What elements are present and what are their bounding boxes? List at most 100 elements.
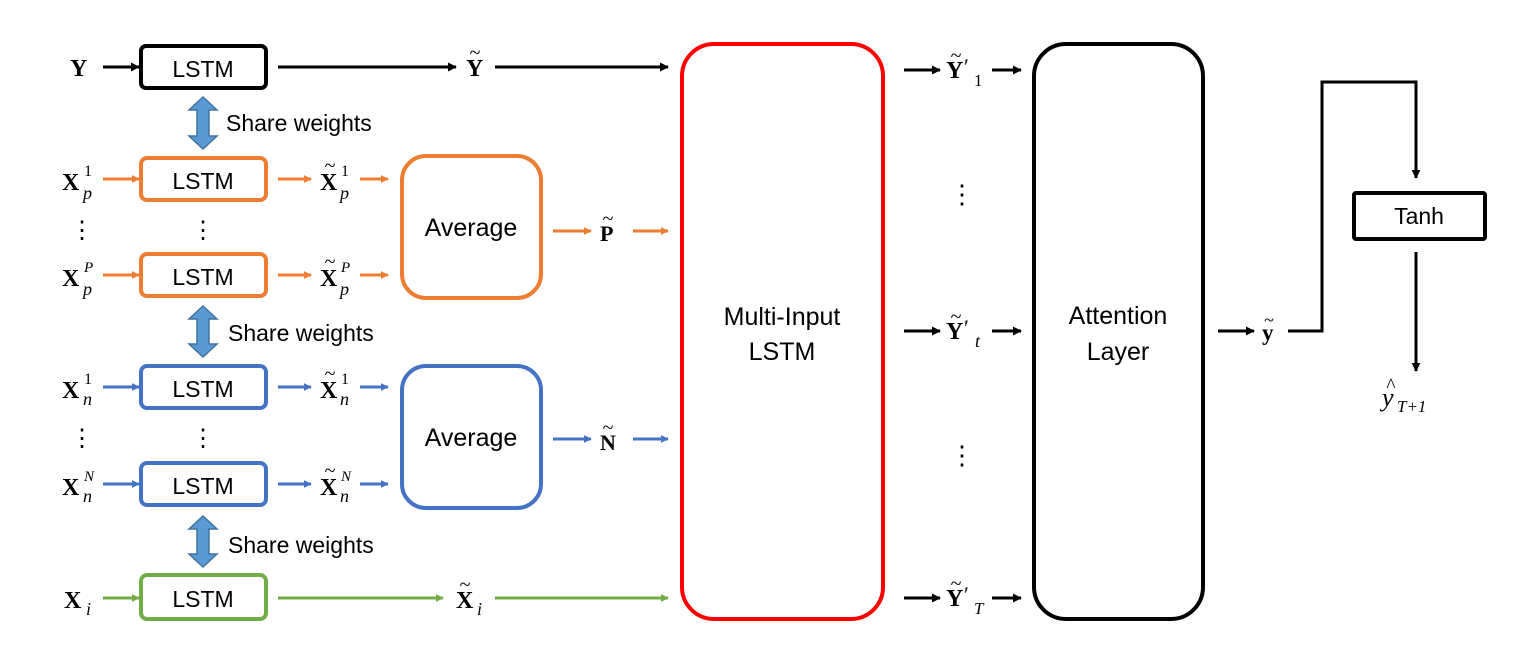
svg-text:n: n xyxy=(83,389,92,409)
svg-text:~: ~ xyxy=(325,155,336,177)
svg-text:~: ~ xyxy=(325,460,336,482)
svg-text:~: ~ xyxy=(470,42,481,64)
lstm-box-y: LSTM xyxy=(139,44,268,90)
svg-text:T+1: T+1 xyxy=(1397,397,1426,416)
svg-text:Y: Y xyxy=(946,586,963,612)
svg-text:Share weights: Share weights xyxy=(228,532,374,558)
svg-text:T: T xyxy=(974,599,985,618)
svg-text:~: ~ xyxy=(603,208,614,230)
label-y-prime-t: ~ Y ′ t xyxy=(946,306,981,351)
svg-text:X: X xyxy=(62,378,80,404)
share-weights-1: Share weights xyxy=(187,95,372,151)
svg-text:p: p xyxy=(81,183,92,203)
svg-text:X: X xyxy=(456,588,474,614)
svg-text:Y: Y xyxy=(946,58,963,84)
svg-text:~: ~ xyxy=(460,574,471,596)
svg-text:X: X xyxy=(320,378,338,404)
svg-text:1: 1 xyxy=(341,371,349,388)
ellipses: ⋮ ⋮ ⋮ ⋮ ⋮ ⋮ xyxy=(70,180,975,470)
label-xp1-input: X 1 p xyxy=(62,163,92,203)
svg-text:N: N xyxy=(83,469,95,485)
svg-text:i: i xyxy=(86,599,91,619)
svg-text:Y: Y xyxy=(946,319,963,345)
svg-text:P: P xyxy=(600,221,613,246)
vertical-ellipsis: ⋮ xyxy=(949,180,975,209)
svg-text:LSTM: LSTM xyxy=(172,168,233,194)
vertical-ellipsis: ⋮ xyxy=(949,441,975,470)
tanh-box: Tanh xyxy=(1352,191,1487,241)
svg-text:~: ~ xyxy=(951,306,962,328)
svg-text:Share weights: Share weights xyxy=(226,110,372,136)
share-weights-3: Share weights xyxy=(187,514,374,569)
vertical-ellipsis: ⋮ xyxy=(191,218,215,244)
label-y-hat-output: ^ y T+1 xyxy=(1379,375,1426,416)
label-xpP-input: X P p xyxy=(62,260,93,299)
svg-text:Y: Y xyxy=(466,56,483,82)
label-p-tilde: ~ P xyxy=(600,208,614,246)
svg-text:LSTM: LSTM xyxy=(172,56,233,82)
svg-text:LSTM: LSTM xyxy=(172,473,233,499)
double-headed-arrow-icon xyxy=(187,95,219,151)
svg-text:LSTM: LSTM xyxy=(172,376,233,402)
label-y-tilde: ~ Y xyxy=(466,42,483,82)
svg-text:X: X xyxy=(64,588,82,614)
vertical-ellipsis: ⋮ xyxy=(191,426,215,452)
svg-text:~: ~ xyxy=(951,573,962,595)
average-box-n: Average xyxy=(400,364,543,510)
lstm-box-xnN: LSTM xyxy=(139,461,268,507)
svg-text:1: 1 xyxy=(84,163,92,180)
label-xn1-input: X 1 n xyxy=(62,371,92,409)
svg-text:p: p xyxy=(81,279,92,299)
svg-text:~: ~ xyxy=(951,45,962,67)
lstm-box-xpP: LSTM xyxy=(139,252,268,298)
vertical-ellipsis: ⋮ xyxy=(70,218,94,244)
multi-input-lstm-box: Multi-Input LSTM xyxy=(680,42,885,621)
svg-text:X: X xyxy=(62,266,80,292)
svg-text:p: p xyxy=(338,183,349,203)
label-xpP-tilde: ~ X P p xyxy=(320,251,350,299)
svg-text:′: ′ xyxy=(964,582,969,607)
svg-text:n: n xyxy=(340,486,349,506)
label-y-prime-1: ~ Y ′ 1 xyxy=(946,45,983,90)
connector-line xyxy=(1288,80,1421,333)
svg-text:Share weights: Share weights xyxy=(228,320,374,346)
svg-text:P: P xyxy=(340,260,350,276)
svg-text:Average: Average xyxy=(425,424,518,452)
svg-text:~: ~ xyxy=(325,251,336,273)
svg-text:n: n xyxy=(83,486,92,506)
lstm-box-xn1: LSTM xyxy=(139,364,268,410)
svg-text:X: X xyxy=(320,170,338,196)
label-y-tilde-small: ~ y xyxy=(1262,310,1274,345)
attention-layer-box: Attention Layer xyxy=(1032,42,1205,621)
svg-text:y: y xyxy=(1262,320,1274,345)
svg-text:i: i xyxy=(477,599,482,619)
average-box-p: Average xyxy=(400,154,543,300)
svg-text:′: ′ xyxy=(964,54,969,79)
double-headed-arrow-icon xyxy=(187,304,219,359)
label-xp1-tilde: ~ X 1 p xyxy=(320,155,349,203)
svg-text:~: ~ xyxy=(1264,310,1274,330)
label-y-input: Y xyxy=(70,56,87,82)
label-xi-input: X i xyxy=(64,588,91,619)
label-y-prime-T: ~ Y ′ T xyxy=(946,573,985,618)
svg-text:~: ~ xyxy=(325,363,336,385)
svg-text:Multi-Input: Multi-Input xyxy=(724,303,841,331)
lstm-box-xi: LSTM xyxy=(139,573,268,621)
svg-text:N: N xyxy=(600,430,616,455)
svg-text:~: ~ xyxy=(603,417,614,439)
svg-text:LSTM: LSTM xyxy=(749,338,816,366)
double-headed-arrow-icon xyxy=(187,514,219,569)
svg-text:y: y xyxy=(1379,383,1394,412)
svg-text:P: P xyxy=(83,260,93,276)
svg-text:X: X xyxy=(62,475,80,501)
svg-text:1: 1 xyxy=(84,371,92,388)
svg-text:Average: Average xyxy=(425,214,518,242)
label-n-tilde: ~ N xyxy=(600,417,616,455)
arrows xyxy=(103,62,1421,603)
vertical-ellipsis: ⋮ xyxy=(70,426,94,452)
svg-text:X: X xyxy=(320,266,338,292)
svg-text:X: X xyxy=(62,170,80,196)
svg-text:LSTM: LSTM xyxy=(172,586,233,612)
